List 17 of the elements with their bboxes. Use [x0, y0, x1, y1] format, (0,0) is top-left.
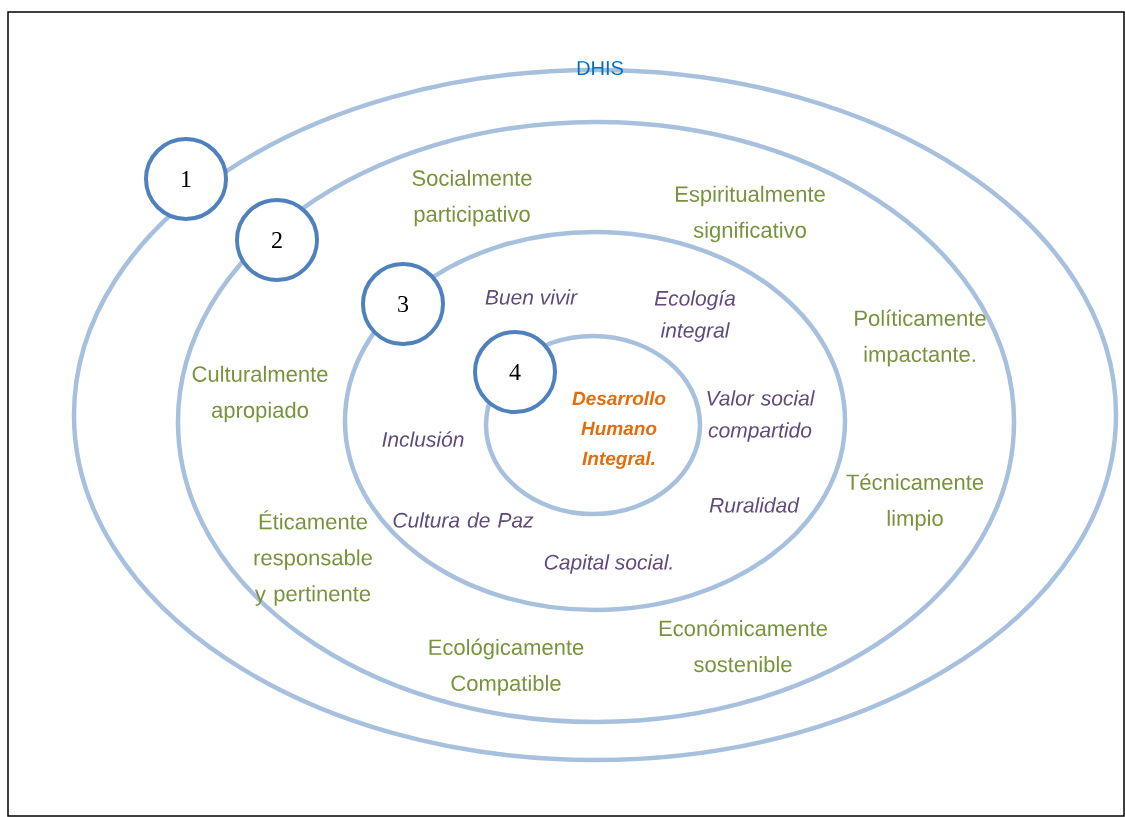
- ring-label: Económicamente sostenible: [659, 619, 827, 673]
- ring-label: Ruralidad: [709, 497, 800, 513]
- ring-label: Políticamente impactante.: [855, 309, 986, 367]
- ring-label: Inclusión: [382, 431, 464, 447]
- ring-label: Buen vivir: [485, 289, 578, 305]
- ring-title: DHIS: [577, 60, 623, 76]
- ring-label: Cultura de Paz: [393, 512, 534, 528]
- ring-label: Capital social.: [544, 554, 672, 574]
- ring-label: Ecología integral: [654, 290, 736, 342]
- ring-label: Espiritualmente significativo: [676, 185, 825, 243]
- center-label: Desarrollo Humano Integral.: [572, 391, 666, 469]
- ring-label: Culturalmente apropiado: [192, 365, 328, 423]
- ring-label: Ecológicamente Compatible: [429, 638, 584, 696]
- ring-label: Técnicamente limpio: [846, 473, 984, 531]
- ring-label: Socialmente participativo: [412, 169, 532, 227]
- ring-label: Éticamente responsable y pertinente: [254, 510, 372, 606]
- ring-label: Valor social compartido: [707, 390, 815, 442]
